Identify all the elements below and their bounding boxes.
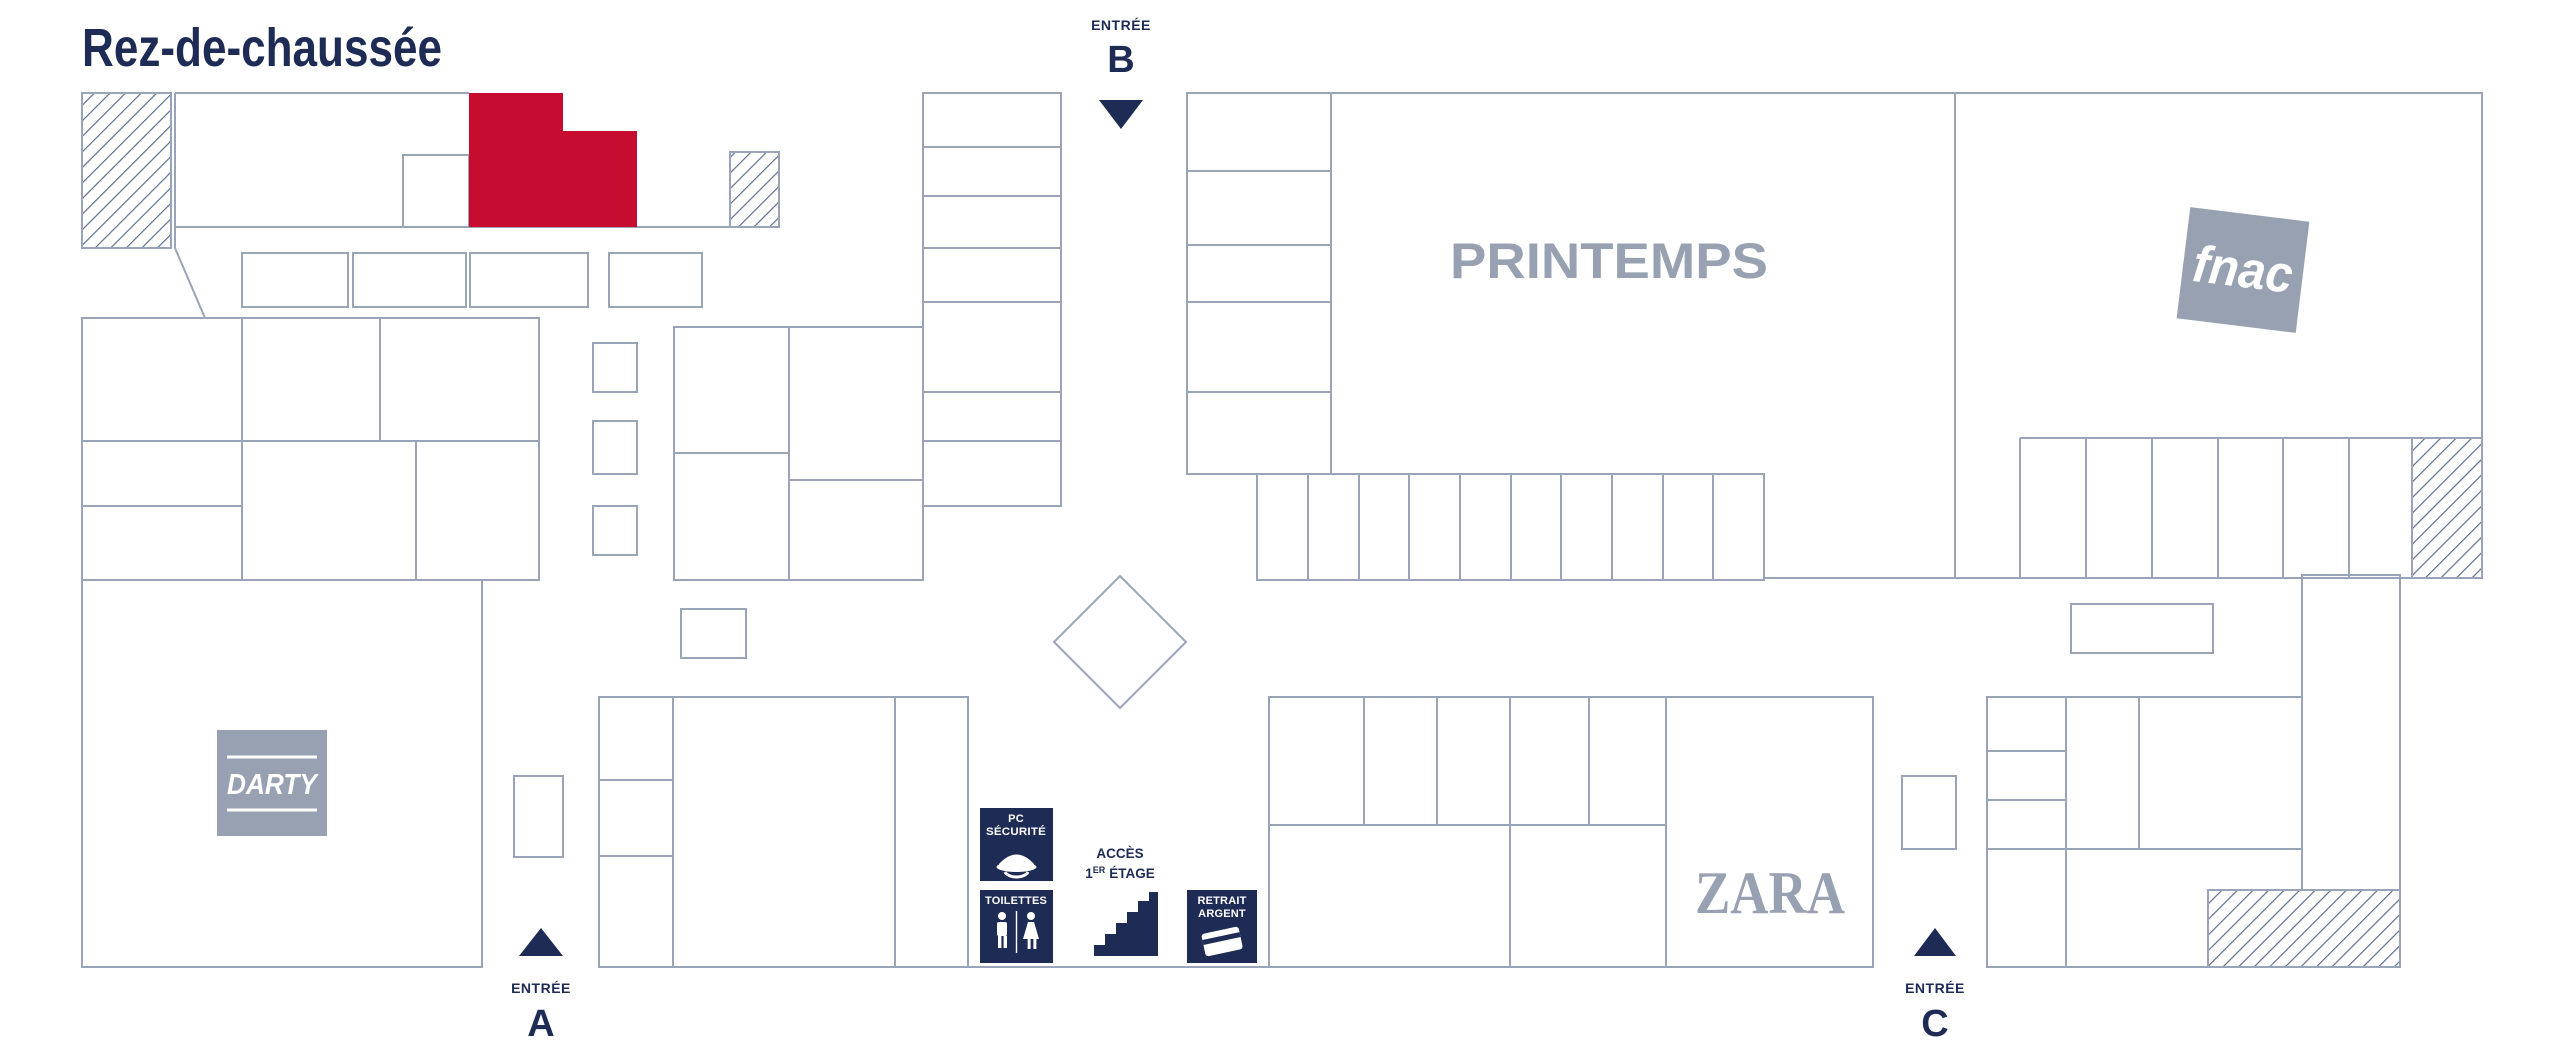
room-block [922,92,1062,507]
wall [82,318,539,580]
wall [174,92,730,319]
entrance-b: ENTRÉE B [1091,17,1151,129]
room [608,252,703,308]
woman-icon [1023,912,1039,949]
wall [1187,170,1331,393]
room [592,342,638,393]
fnac-logo[interactable]: fnac [2176,207,2310,333]
room [402,154,470,228]
room-block [81,317,540,581]
room [2301,574,2401,891]
room [1901,775,1957,850]
atm-label-line1: RETRAIT [1197,895,1246,907]
room [592,420,638,475]
room [2070,603,2214,654]
fnac-logo-box [2176,207,2310,333]
room [469,252,589,308]
darty-store-area [81,579,483,968]
entrance-c-label: ENTRÉE [1905,980,1965,996]
printemps-area-walls [1331,92,1955,579]
wall [674,327,923,580]
wall [1987,697,2302,967]
access-label-line1: ACCÈS [1096,846,1143,861]
darty-logo-box [217,730,327,836]
room [241,252,349,308]
security-label-line2: SÉCURITÉ [986,825,1046,838]
page-title: Rez-de-chaussée [82,18,442,78]
zara-store-area [1268,696,1874,968]
room [513,775,564,858]
zara-label[interactable]: ZARA [1695,860,1845,926]
room [680,608,747,659]
entrance-c: ENTRÉE C [1905,928,1965,1045]
entrance-c-arrow-icon [1914,928,1956,956]
hatched-area [729,151,780,228]
wall [923,146,1061,442]
entrance-b-letter: B [1107,39,1134,81]
hatched-zones [81,92,2483,968]
entrance-a: ENTRÉE A [511,928,571,1045]
atm-label-line2: ARGENT [1198,908,1246,920]
toilets-label: TOILETTES [985,895,1047,907]
wall [599,697,896,967]
entrance-b-label: ENTRÉE [1091,17,1151,33]
room [592,505,638,556]
stairs-icon [1094,892,1158,956]
police-cap-icon [996,854,1037,879]
darty-logo-text: DARTY [227,769,319,801]
darty-logo-lines [227,755,317,812]
security-station: PC SÉCURITÉ [980,808,1053,881]
entrance-c-letter: C [1921,1003,1948,1045]
wall [1307,474,1714,580]
entrance-a-letter: A [527,1003,554,1045]
wall [1269,697,1667,967]
toilets-station: TOILETTES [980,890,1053,963]
entrance-a-label: ENTRÉE [511,980,571,996]
printemps-label[interactable]: PRINTEMPS [1450,233,1768,289]
wall [2019,437,2412,578]
entrance-b-arrow-icon [1099,100,1143,129]
highlighted-store[interactable] [469,93,637,227]
central-stairwell [1052,574,1188,710]
walls [81,92,2483,968]
entrance-a-arrow-icon [519,928,563,956]
hatched-area [81,92,172,249]
room-block [1186,92,1332,475]
hatched-area [2411,437,2483,579]
man-icon [997,912,1007,948]
room [352,252,467,308]
atm-station: RETRAIT ARGENT [1187,890,1257,963]
security-label-line1: PC [1008,813,1024,825]
darty-logo[interactable]: DARTY [217,730,327,836]
room-block [598,696,969,968]
hatched-area [2207,889,2401,968]
fnac-logo-text: fnac [2190,235,2296,305]
bank-card-icon [1201,926,1243,957]
